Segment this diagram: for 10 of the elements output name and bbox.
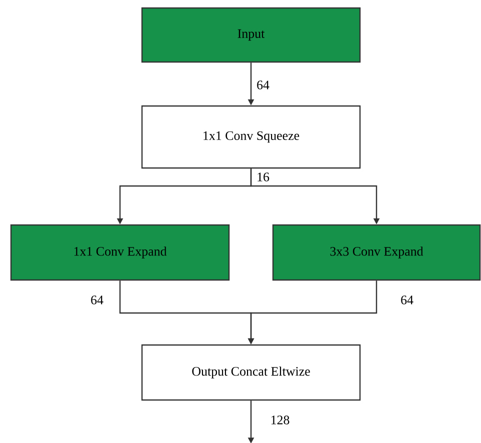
edge-label: 128 — [269, 414, 291, 426]
edge-label: 16 — [256, 172, 270, 182]
process-box: Output Concat Eltwize — [141, 344, 361, 401]
process-box: 1x1 Conv Expand — [10, 224, 230, 281]
process-box: Input — [141, 7, 361, 63]
process-box: 1x1 Conv Squeeze — [141, 105, 361, 169]
edge-label: 64 — [90, 294, 104, 306]
process-box: 3x3 Conv Expand — [272, 224, 481, 281]
edge-label: 64 — [400, 294, 414, 306]
edge-label: 64 — [256, 80, 270, 90]
